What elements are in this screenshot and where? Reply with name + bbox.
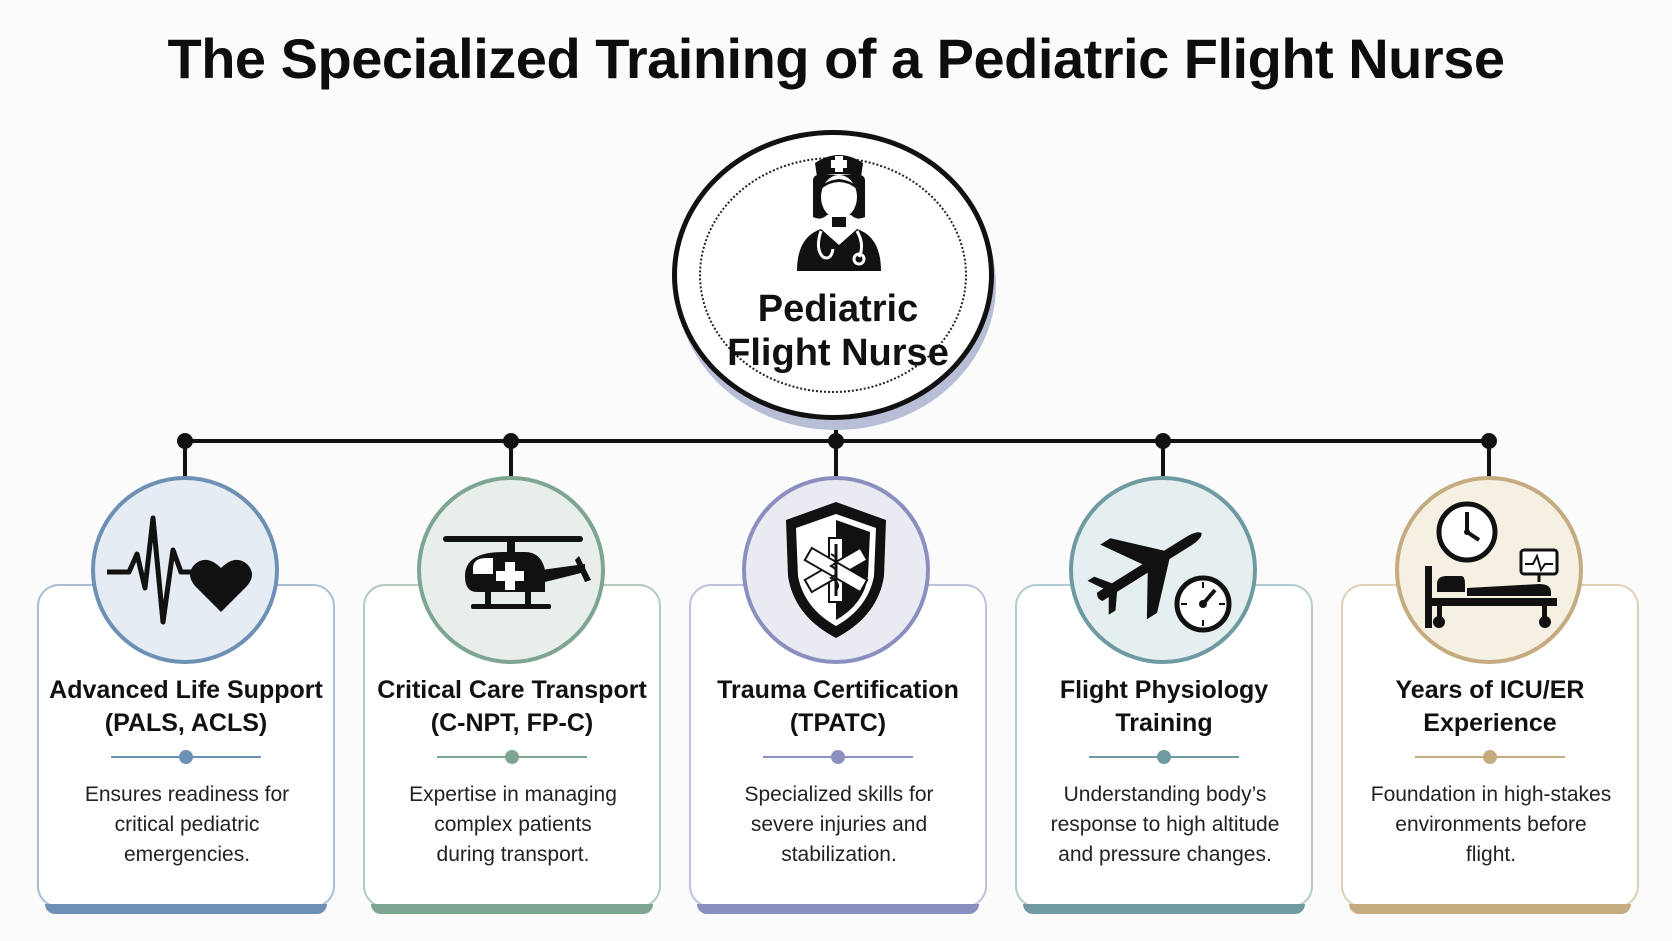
card-bottom-edge: [45, 904, 327, 914]
card-description: Expertise in managing complex patients d…: [409, 783, 617, 866]
connector-node: [1155, 433, 1171, 449]
card-bottom-edge: [1349, 904, 1631, 914]
card-description: Understanding body’s response to high al…: [1050, 783, 1280, 866]
clock-hospital-bed-icon: [1425, 501, 1559, 628]
connector-node: [828, 433, 844, 449]
badge-trauma-certification: [742, 476, 930, 664]
card-separator-dot: [505, 750, 519, 764]
card-title: Trauma Certification (TPATC): [717, 676, 959, 737]
card-description: Ensures readiness for critical pediatric…: [84, 783, 290, 866]
medical-shield-icon: [786, 502, 886, 638]
card-separator-dot: [831, 750, 845, 764]
badge-icu-er-experience: [1395, 476, 1583, 664]
card-title: Flight Physiology Training: [1059, 676, 1269, 737]
card-description: Specialized skills for severe injuries a…: [744, 783, 934, 866]
nurse-icon: [797, 155, 881, 271]
card-separator-dot: [1157, 750, 1171, 764]
badge-flight-physiology: [1069, 476, 1257, 664]
card-bottom-edge: [1023, 904, 1305, 914]
heartbeat-heart-icon: [107, 515, 252, 625]
medical-helicopter-icon: [443, 536, 591, 609]
badge-advanced-life-support: [91, 476, 279, 664]
card-description: Foundation in high-stakes environments b…: [1370, 783, 1612, 866]
card-bottom-edge: [371, 904, 653, 914]
card-title: Advanced Life Support (PALS, ACLS): [49, 676, 323, 737]
badge-critical-care-transport: [417, 476, 605, 664]
connector-node: [177, 433, 193, 449]
card-title: Critical Care Transport (C-NPT, FP-C): [377, 676, 647, 737]
hub-label: Pediatric Flight Nurse: [677, 287, 999, 375]
hub-circle: Pediatric Flight Nurse: [672, 130, 994, 420]
hub-label-line2: Flight Nurse: [727, 332, 949, 374]
card-separator-dot: [179, 750, 193, 764]
card-title: Years of ICU/ER Experience: [1395, 676, 1585, 737]
connector-node: [503, 433, 519, 449]
card-bottom-edge: [697, 904, 979, 914]
card-separator-dot: [1483, 750, 1497, 764]
connector-node: [1481, 433, 1497, 449]
hub-node: Pediatric Flight Nurse: [672, 130, 1000, 430]
page-title: The Specialized Training of a Pediatric …: [167, 27, 1505, 90]
hub-label-line1: Pediatric: [757, 288, 919, 330]
airplane-gauge-icon: [1087, 532, 1232, 633]
